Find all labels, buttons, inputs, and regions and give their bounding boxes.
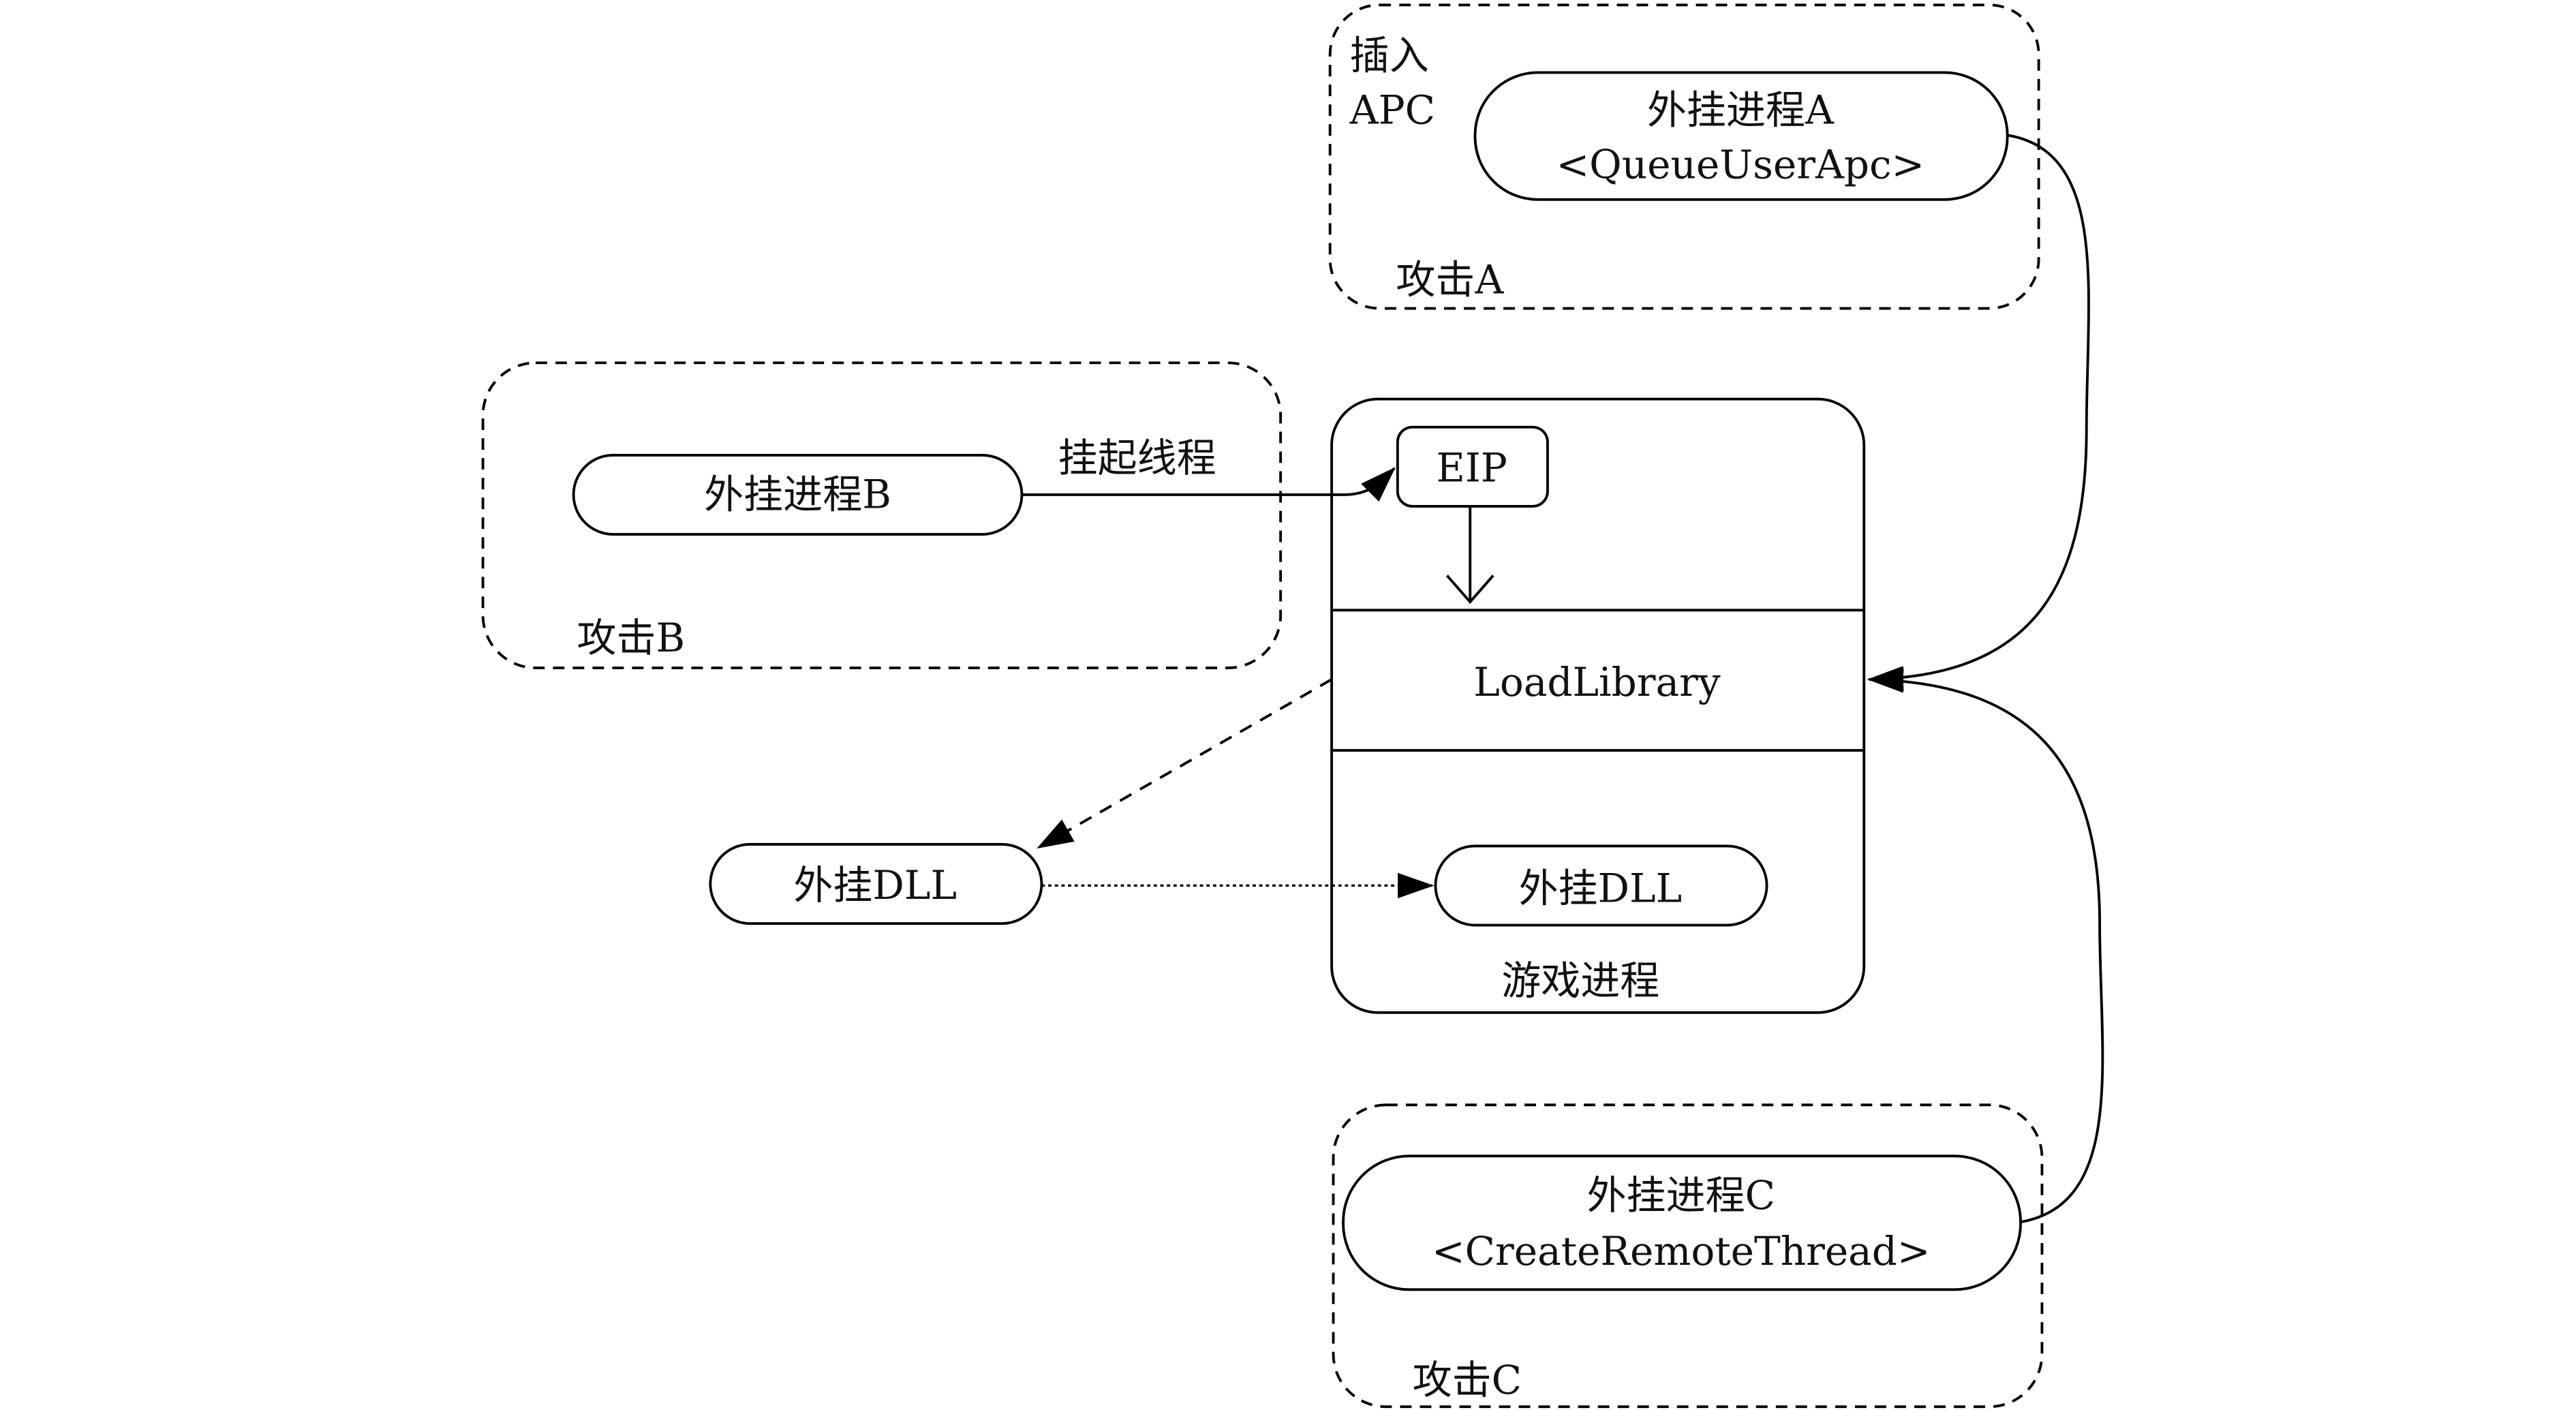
insert-apc-label-line2: APC <box>1349 87 1435 133</box>
attack-b-title: 攻击B <box>577 615 685 661</box>
edge-process-c-to-loadlibrary <box>1867 667 2104 1224</box>
process-c-api: <CreateRemoteThread> <box>1432 1228 1931 1274</box>
external-dll-label: 外挂DLL <box>793 862 957 908</box>
attack-c-dashed-box <box>1332 1103 2044 1409</box>
attack-b-dashed-box <box>481 361 1283 669</box>
insert-apc-label-line1: 插入 <box>1350 33 1429 79</box>
process-a-api: <QueueUserApc> <box>1557 141 1925 187</box>
attack-a-group: 插入 APC 外挂进程A <QueueUserApc> 攻击A <box>1328 3 2040 310</box>
loadlibrary-label: LoadLibrary <box>1473 659 1721 705</box>
process-c-node[interactable] <box>1342 1154 2022 1291</box>
game-dll-label: 外挂DLL <box>1518 865 1682 912</box>
attack-a-dashed-box <box>1328 3 2040 310</box>
eip-node[interactable] <box>1396 425 1549 508</box>
attack-a-title: 攻击A <box>1396 257 1504 303</box>
eip-label: EIP <box>1436 445 1507 491</box>
suspend-thread-label: 挂起线程 <box>1058 435 1216 481</box>
edge-process-b-to-eip <box>1022 467 1396 502</box>
attack-b-group: 外挂进程B 挂起线程 攻击B <box>481 361 1283 669</box>
edge-eip-arrowhead <box>1445 574 1494 604</box>
process-c-label: 外挂进程C <box>1587 1172 1776 1219</box>
edge-loadlibrary-to-external-dll <box>1037 678 1333 849</box>
edge-process-a-to-loadlibrary <box>1867 134 2090 692</box>
process-a-label: 外挂进程A <box>1647 87 1835 133</box>
process-b-label: 外挂进程B <box>704 471 891 517</box>
game-process-title: 游戏进程 <box>1501 957 1659 1004</box>
external-dll-group: 外挂DLL <box>709 843 1043 925</box>
attack-c-title: 攻击C <box>1413 1357 1522 1403</box>
external-dll-node[interactable] <box>709 843 1043 925</box>
game-dll-node[interactable] <box>1434 844 1768 927</box>
game-process-group: EIP LoadLibrary 外挂DLL 游戏进程 <box>1330 397 1866 1014</box>
attack-c-group: 外挂进程C <CreateRemoteThread> 攻击C <box>1332 1103 2044 1409</box>
